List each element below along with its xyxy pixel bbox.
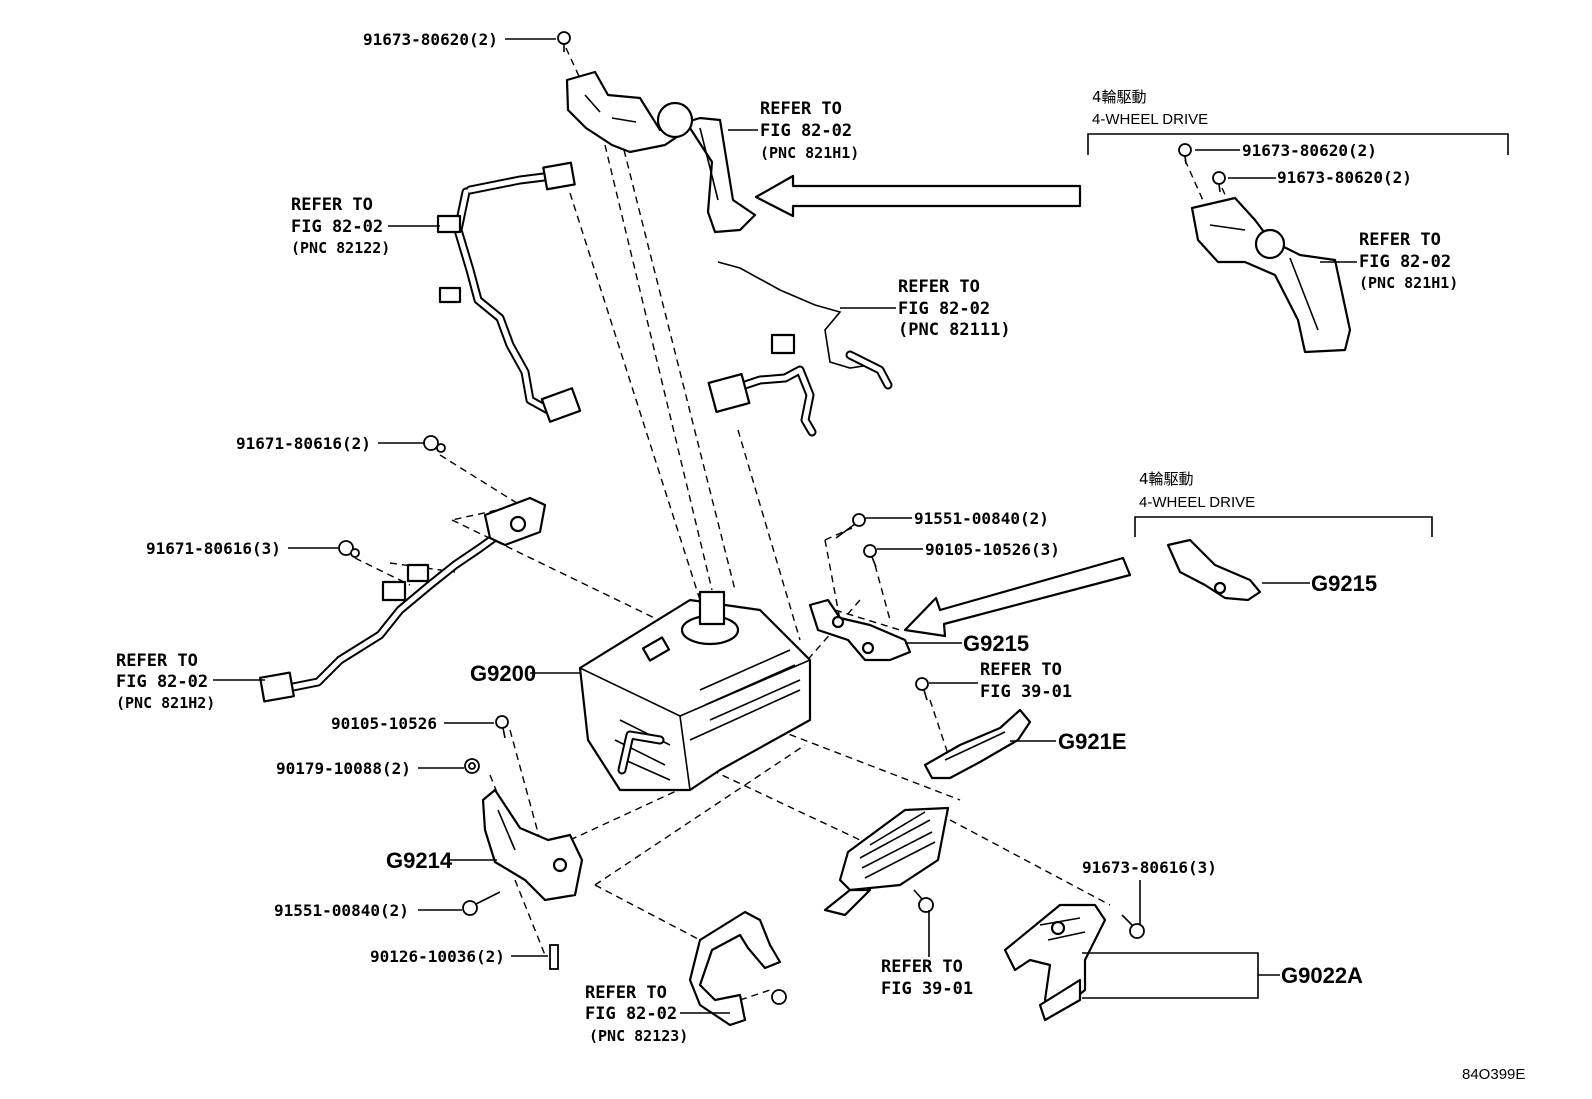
svg-text:REFER TO: REFER TO bbox=[881, 957, 963, 977]
refer-note-821h1-upper: REFER TO FIG 82-02 (PNC 821H1) bbox=[760, 99, 859, 162]
svg-text:FIG 82-02: FIG 82-02 bbox=[116, 672, 208, 692]
bolt-91673-80616 bbox=[1121, 914, 1145, 939]
group-labels: G9200 G9215 G9215 G921E G9214 G9022A bbox=[386, 571, 1377, 988]
refer-notes: REFER TO FIG 82-02 (PNC 821H1) REFER TO … bbox=[116, 99, 1458, 1045]
svg-text:(PNC 821H1): (PNC 821H1) bbox=[1359, 274, 1458, 292]
svg-text:REFER TO: REFER TO bbox=[898, 277, 980, 297]
wire-harness-82122 bbox=[436, 161, 582, 423]
harness-bracket-top bbox=[565, 70, 757, 234]
callout-90105-10526: 90105-10526 bbox=[331, 714, 437, 733]
svg-text:REFER TO: REFER TO bbox=[116, 651, 198, 671]
label-g921e: G921E bbox=[1058, 729, 1127, 754]
refer-note-82111: REFER TO FIG 82-02 (PNC 82111) bbox=[898, 277, 1011, 340]
svg-text:FIG 82-02: FIG 82-02 bbox=[898, 299, 990, 319]
callout-90179-10088: 90179-10088(2) bbox=[276, 759, 411, 778]
wire-harness-821h2 bbox=[259, 496, 547, 703]
callout-90105-10526-3: 90105-10526(3) bbox=[925, 540, 1060, 559]
callout-91673-80620-4wd-a: 91673-80620(2) bbox=[1242, 141, 1377, 160]
bolt-90105-10526 bbox=[495, 715, 509, 739]
variant-en-upper: 4-WHEEL DRIVE bbox=[1092, 111, 1208, 128]
label-g9215-4wd: G9215 bbox=[1311, 571, 1377, 596]
assembly-dashed-lines bbox=[354, 47, 1233, 1001]
svg-text:(PNC 82123): (PNC 82123) bbox=[589, 1027, 688, 1045]
variant-en-lower: 4-WHEEL DRIVE bbox=[1139, 494, 1255, 511]
bolt-91671-80616-b bbox=[338, 540, 360, 558]
cover-g9022a bbox=[1003, 903, 1107, 1022]
svg-text:FIG 39-01: FIG 39-01 bbox=[980, 682, 1072, 702]
svg-text:FIG 39-01: FIG 39-01 bbox=[881, 979, 973, 999]
bracket-g9215 bbox=[808, 598, 912, 662]
label-g9214: G9214 bbox=[386, 848, 453, 873]
variant-jp-lower: 4輪駆動 bbox=[1139, 470, 1194, 488]
svg-text:FIG 82-02: FIG 82-02 bbox=[1359, 252, 1451, 272]
svg-text:FIG 82-02: FIG 82-02 bbox=[585, 1004, 677, 1024]
bolt-91551-00840-lower bbox=[462, 891, 501, 916]
svg-text:(PNC 821H1): (PNC 821H1) bbox=[760, 144, 859, 162]
stud-90126-10036 bbox=[549, 944, 559, 970]
variant-headers: 4輪駆動 4-WHEEL DRIVE 4輪駆動 4-WHEEL DRIVE bbox=[1092, 88, 1255, 511]
bolt-90105-10526-upper bbox=[863, 544, 877, 568]
refer-note-821h2: REFER TO FIG 82-02 (PNC 821H2) bbox=[116, 651, 215, 712]
bolt-91671-80616-a bbox=[423, 435, 446, 453]
callout-91673-80620-4wd-b: 91673-80620(2) bbox=[1277, 168, 1412, 187]
refer-note-39-01-bottom: REFER TO FIG 39-01 bbox=[881, 957, 973, 999]
label-g9022a: G9022A bbox=[1281, 963, 1363, 988]
callout-91551-00840-upper: 91551-00840(2) bbox=[914, 509, 1049, 528]
callout-91671-80616-a: 91671-80616(2) bbox=[236, 434, 371, 453]
svg-text:REFER TO: REFER TO bbox=[980, 660, 1062, 680]
callout-91671-80616-b: 91671-80616(3) bbox=[146, 539, 281, 558]
variant-bracket-upper bbox=[1087, 133, 1509, 155]
svg-text:(PNC 821H2): (PNC 821H2) bbox=[116, 694, 215, 712]
svg-text:FIG 82-02: FIG 82-02 bbox=[291, 217, 383, 237]
refer-note-821h1-4wd: REFER TO FIG 82-02 (PNC 821H1) bbox=[1359, 230, 1458, 292]
bolt-91673-80620-top bbox=[557, 31, 571, 52]
leader-lines bbox=[213, 38, 1357, 1014]
variant-jp-upper: 4輪駆動 bbox=[1092, 88, 1147, 106]
nut-90179-10088 bbox=[464, 758, 480, 774]
callout-91673-80616: 91673-80616(3) bbox=[1082, 858, 1217, 877]
figure-code: 84O399E bbox=[1462, 1066, 1525, 1083]
cooler-unit bbox=[823, 806, 950, 917]
callout-91551-00840-lower: 91551-00840(2) bbox=[274, 901, 409, 920]
callout-91673-80620-top: 91673-80620(2) bbox=[363, 30, 498, 49]
variant-arrow-upper bbox=[754, 174, 1082, 218]
svg-text:REFER TO: REFER TO bbox=[760, 99, 842, 119]
bolt-91673-80620-4wd-a bbox=[1178, 143, 1192, 165]
inverter-assembly-g9200 bbox=[578, 590, 812, 792]
refer-note-82122: REFER TO FIG 82-02 (PNC 82122) bbox=[291, 195, 390, 257]
part-callouts: 91673-80620(2) 91673-80620(2) 91673-8062… bbox=[146, 30, 1412, 966]
refer-note-82123: REFER TO FIG 82-02 (PNC 82123) bbox=[585, 983, 688, 1045]
fastener-bolts bbox=[338, 31, 1226, 1005]
bolt-refer-39-01-a bbox=[915, 677, 929, 701]
bolt-91551-00840-upper bbox=[835, 513, 866, 539]
callout-90126-10036: 90126-10036(2) bbox=[370, 947, 505, 966]
variant-arrow-lower bbox=[903, 556, 1132, 638]
svg-text:REFER TO: REFER TO bbox=[291, 195, 373, 215]
bracket-g9215-4wd bbox=[1166, 538, 1262, 602]
svg-text:(PNC 82111): (PNC 82111) bbox=[898, 320, 1011, 340]
bolt-bottom-harness bbox=[771, 989, 787, 1005]
label-g9215: G9215 bbox=[963, 631, 1029, 656]
bolt-refer-39-01-b bbox=[913, 889, 934, 913]
svg-text:FIG 82-02: FIG 82-02 bbox=[760, 121, 852, 141]
bracket-g9214 bbox=[481, 788, 584, 902]
variant-bracket-lower bbox=[1134, 516, 1433, 537]
svg-text:REFER TO: REFER TO bbox=[1359, 230, 1441, 250]
label-g9200: G9200 bbox=[470, 661, 536, 686]
wire-harness-82111 bbox=[707, 261, 893, 437]
bolt-91673-80620-4wd-b bbox=[1212, 171, 1226, 193]
harness-bracket-4wd bbox=[1190, 196, 1352, 354]
bracket-g921e bbox=[923, 708, 1032, 780]
svg-text:(PNC 82122): (PNC 82122) bbox=[291, 239, 390, 257]
svg-text:REFER TO: REFER TO bbox=[585, 983, 667, 1003]
refer-note-39-01-right: REFER TO FIG 39-01 bbox=[980, 660, 1072, 702]
wire-harness-82123 bbox=[688, 910, 782, 1027]
